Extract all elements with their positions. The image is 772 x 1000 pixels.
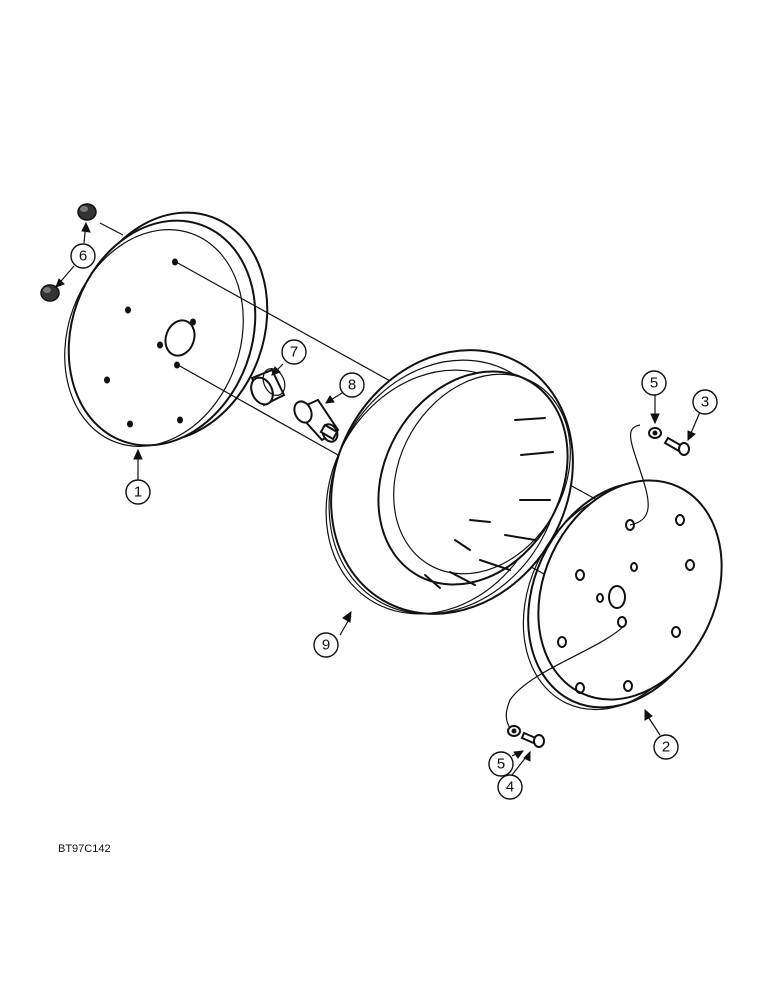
callout-9-label: 9 bbox=[322, 637, 330, 654]
callout-2-label: 2 bbox=[662, 739, 670, 756]
callout-4: 4 bbox=[497, 774, 523, 800]
left-wheel-disc bbox=[64, 211, 269, 447]
callout-3-label: 3 bbox=[701, 394, 709, 411]
washer-lower bbox=[507, 725, 521, 737]
washer-upper bbox=[648, 427, 662, 439]
plug-lower bbox=[40, 284, 60, 302]
callout-1: 1 bbox=[125, 479, 151, 505]
callout-7: 7 bbox=[281, 339, 307, 365]
callout-1-label: 1 bbox=[134, 484, 142, 501]
callout-4-label: 4 bbox=[506, 779, 514, 796]
callout-8: 8 bbox=[339, 372, 365, 398]
callout-8-label: 8 bbox=[348, 377, 356, 394]
callout-6: 6 bbox=[70, 243, 96, 269]
callout-7-label: 7 bbox=[290, 344, 298, 361]
diagram-code: BT97C142 bbox=[58, 843, 111, 855]
callout-3: 3 bbox=[692, 389, 718, 415]
callout-5-lower: 5 bbox=[488, 751, 514, 777]
bolt-lower bbox=[520, 731, 545, 748]
right-wheel-disc bbox=[522, 479, 723, 711]
callout-2: 2 bbox=[653, 734, 679, 760]
bolt-upper bbox=[663, 436, 690, 456]
callout-arrowheads bbox=[55, 221, 696, 762]
callout-5-upper-label: 5 bbox=[650, 375, 658, 392]
callout-5-upper: 5 bbox=[641, 370, 667, 396]
plug-upper bbox=[77, 203, 97, 221]
callout-5-lower-label: 5 bbox=[497, 756, 505, 773]
bushing bbox=[250, 368, 286, 407]
callout-6-label: 6 bbox=[79, 248, 87, 265]
callout-9: 9 bbox=[313, 632, 339, 658]
tire bbox=[325, 349, 574, 615]
fastener-leaders bbox=[505, 424, 649, 729]
shaft bbox=[293, 398, 340, 443]
